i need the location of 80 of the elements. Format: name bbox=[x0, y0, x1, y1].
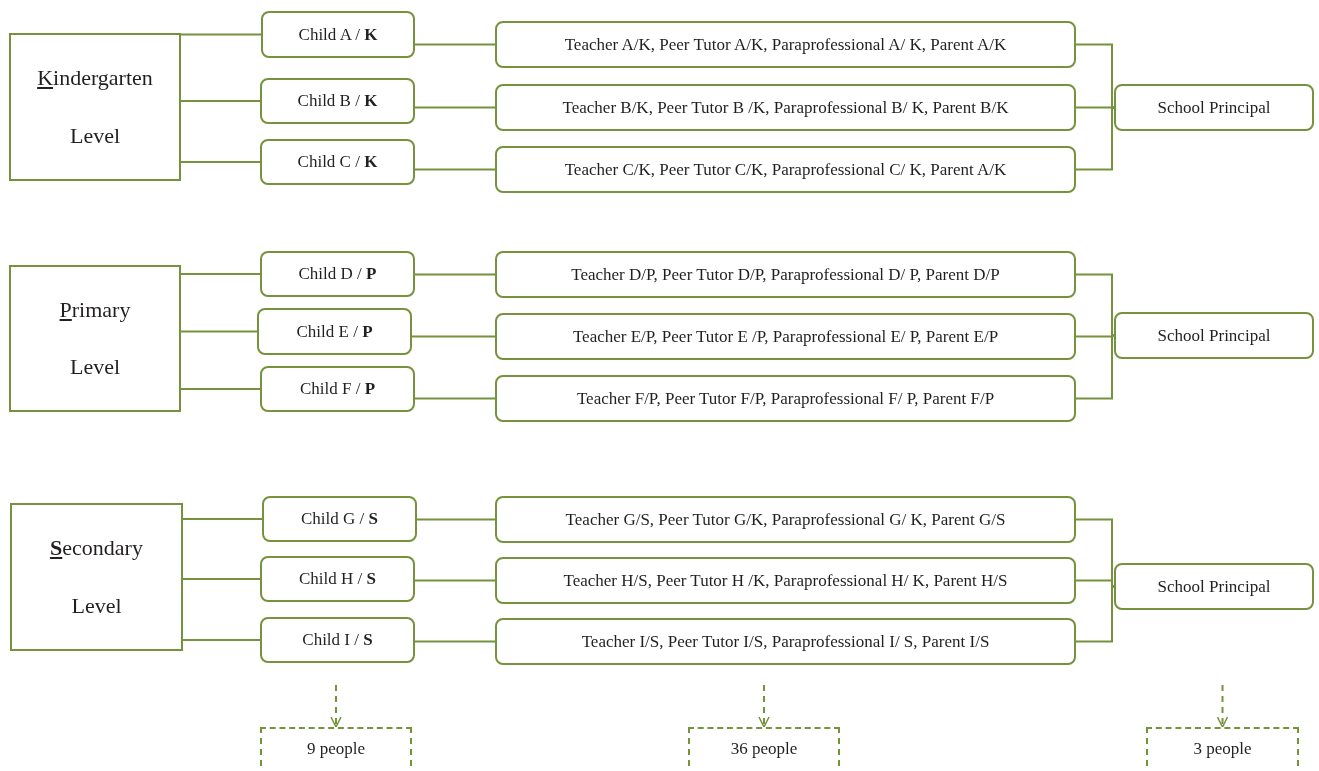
role-box bbox=[495, 146, 1076, 193]
connector-line bbox=[416, 518, 496, 521]
node-text: Secondary bbox=[50, 535, 143, 561]
node-text: Child H / S bbox=[299, 569, 376, 589]
connector-line bbox=[414, 579, 496, 582]
node-text: Child I / S bbox=[302, 630, 373, 650]
connector-line bbox=[1075, 334, 1115, 400]
role-box bbox=[260, 617, 415, 663]
role-box bbox=[495, 375, 1076, 422]
node-text: Teacher C/K, Peer Tutor C/K, Paraprofessional C/ K, Parent A/K bbox=[564, 159, 1007, 180]
node-text: Teacher E/P, Peer Tutor E /P, Paraprofessional E/ P, Parent E/P bbox=[572, 326, 999, 347]
arrow bbox=[1216, 684, 1229, 728]
connector-line bbox=[414, 640, 496, 643]
connector-line bbox=[180, 33, 262, 36]
node-text: Primary bbox=[59, 296, 131, 323]
node-text: Level bbox=[69, 354, 121, 381]
node-text: 3 people bbox=[1193, 739, 1252, 759]
node-text: Teacher B/K, Peer Tutor B /K, Paraprofessional B/ K, Parent B/K bbox=[562, 97, 1009, 118]
connector-line bbox=[1075, 43, 1115, 109]
connector-line bbox=[180, 273, 261, 275]
role-box bbox=[1114, 563, 1314, 610]
role-box bbox=[260, 139, 415, 185]
node-text: Child E / P bbox=[296, 321, 373, 342]
role-box bbox=[495, 618, 1076, 665]
connector-line bbox=[182, 518, 263, 520]
node-text: 36 people bbox=[730, 739, 798, 759]
connector-line bbox=[414, 397, 496, 400]
role-box bbox=[257, 308, 412, 355]
level-box bbox=[10, 503, 183, 651]
connector-line bbox=[1075, 273, 1115, 337]
node-text: Teacher I/S, Peer Tutor I/S, Paraprofessional I/ S, Parent I/S bbox=[581, 631, 990, 652]
connector-line bbox=[1075, 585, 1115, 643]
connector-line bbox=[414, 168, 496, 171]
connector-line bbox=[182, 578, 261, 580]
role-box bbox=[260, 366, 415, 412]
role-box bbox=[1114, 312, 1314, 359]
node-text: Child F / P bbox=[299, 379, 376, 399]
role-box bbox=[1114, 84, 1314, 131]
role-box bbox=[261, 11, 415, 58]
connector-line bbox=[414, 106, 496, 109]
node-text: Child C / K bbox=[297, 152, 378, 172]
connector-line bbox=[180, 100, 261, 102]
node-text: Child D / P bbox=[298, 264, 377, 284]
arrow bbox=[330, 684, 342, 728]
node-text: Teacher D/P, Peer Tutor D/P, Paraprofessional D/ P, Parent D/P bbox=[571, 264, 1000, 285]
connector-line bbox=[1075, 106, 1115, 171]
role-box bbox=[495, 21, 1076, 68]
node-text: Child B / K bbox=[297, 91, 378, 111]
role-box bbox=[495, 84, 1076, 131]
role-box bbox=[495, 557, 1076, 604]
connector-line bbox=[411, 335, 496, 338]
role-box bbox=[260, 78, 415, 124]
connector-line bbox=[180, 388, 261, 390]
connector-line bbox=[414, 43, 496, 46]
node-text: Level bbox=[71, 593, 122, 619]
node-text: Teacher H/S, Peer Tutor H /K, Paraprofessional H/ K, Parent H/S bbox=[563, 570, 1008, 591]
node-text: School Principal bbox=[1157, 325, 1271, 346]
connector-line bbox=[180, 161, 261, 163]
node-text: Teacher G/S, Peer Tutor G/K, Paraprofessional G/ K, Parent G/S bbox=[565, 509, 1006, 530]
connector-line bbox=[414, 273, 496, 276]
node-text: Child A / K bbox=[298, 24, 378, 45]
node-text: School Principal bbox=[1157, 576, 1271, 597]
node-text: Kindergarten bbox=[37, 65, 153, 91]
role-box bbox=[260, 251, 415, 297]
role-box bbox=[495, 496, 1076, 543]
node-text: Teacher A/K, Peer Tutor A/K, Paraprofessional A/ K, Parent A/K bbox=[564, 34, 1007, 55]
role-box bbox=[495, 251, 1076, 298]
role-box bbox=[495, 313, 1076, 360]
arrow bbox=[758, 684, 770, 728]
connector-line bbox=[180, 330, 258, 333]
role-box bbox=[260, 556, 415, 602]
level-box bbox=[9, 265, 181, 412]
node-text: Child G / S bbox=[301, 509, 378, 529]
node-text: School Principal bbox=[1157, 97, 1271, 118]
connector-line bbox=[182, 639, 261, 641]
node-text: Level bbox=[69, 123, 121, 149]
node-text: Teacher F/P, Peer Tutor F/P, Paraprofessional F/ P, Parent F/P bbox=[576, 388, 995, 409]
node-text: 9 people bbox=[306, 739, 366, 759]
role-box bbox=[262, 496, 417, 542]
level-box bbox=[9, 33, 181, 181]
